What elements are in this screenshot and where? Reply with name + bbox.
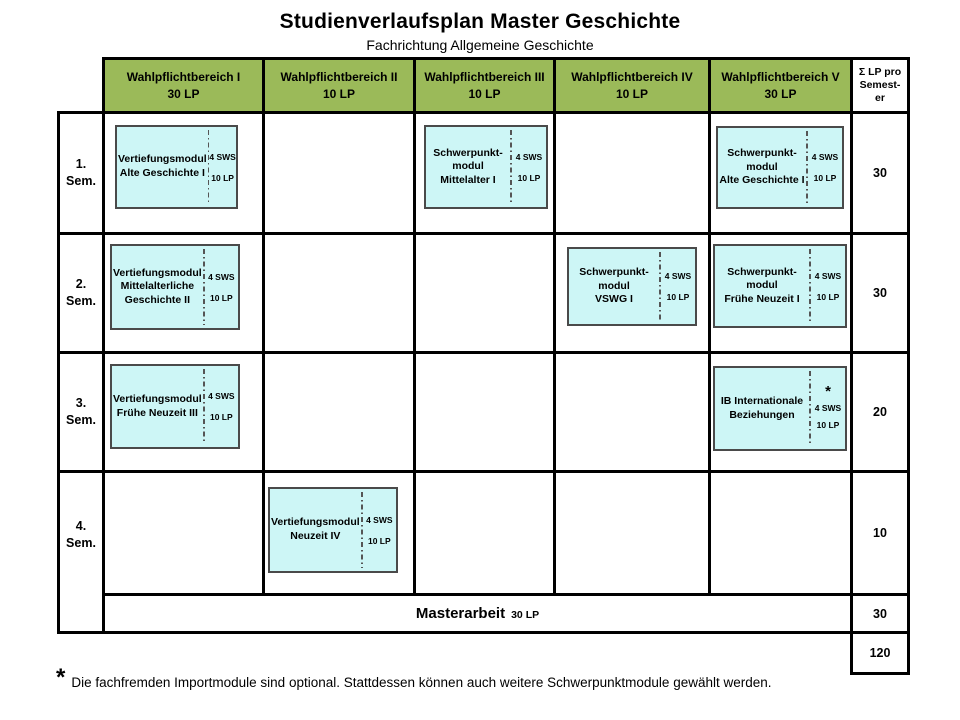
header-lp: 30 LP [167, 86, 200, 101]
module-sws: 4 SWS [811, 152, 839, 162]
module-divider [202, 249, 205, 325]
footnote-asterisk: * [56, 664, 66, 691]
module-title: Vertiefungsmodul Mittelalterliche Geschi… [113, 266, 202, 306]
row-label-sem-2: 2. Sem. [57, 232, 105, 354]
module-lp: 10 LP [209, 412, 233, 422]
module-divider [806, 131, 808, 204]
module-schwerpunktmodul-fruehe-neuzeit-1: Schwerpunkt- modul Frühe Neuzeit I 4 SWS… [713, 244, 847, 328]
header-wahlpflichtbereich-3: Wahlpflichtbereich III 10 LP [413, 57, 556, 114]
page-title: Studienverlaufsplan Master Geschichte [279, 10, 681, 33]
footnote-text: Die fachfremden Importmodule sind option… [71, 675, 772, 690]
module-vertiefungsmodul-fruehe-neuzeit-3: Vertiefungsmodul Frühe Neuzeit III 4 SWS… [110, 364, 240, 449]
cell-sem4-bereich1 [102, 470, 265, 596]
module-title: IB Internationale Beziehungen [720, 394, 804, 421]
module-divider [360, 492, 363, 568]
module-schwerpunktmodul-mittelalter-1: Schwerpunkt- modul Mittelalter I 4 SWS 10… [424, 125, 548, 209]
header-wahlpflichtbereich-4: Wahlpflichtbereich IV 10 LP [553, 57, 711, 114]
module-lp: 10 LP [813, 173, 837, 183]
module-lp: 10 LP [666, 292, 690, 302]
cell-sem1-bereich2 [262, 111, 416, 235]
footnote: * Die fachfremden Importmodule sind opti… [56, 664, 926, 691]
module-divider [202, 369, 205, 444]
header-label: Wahlpflichtbereich II [280, 69, 398, 84]
cell-sem4-bereich4 [553, 470, 711, 596]
cell-sem4-bereich5 [708, 470, 853, 596]
module-schwerpunktmodul-alte-geschichte-1: Schwerpunkt- modul Alte Geschichte I 4 S… [716, 126, 844, 209]
header-lp: 10 LP [468, 86, 501, 101]
module-divider [659, 252, 661, 321]
header-lp: 30 LP [764, 86, 797, 101]
module-lp: 10 LP [517, 172, 541, 183]
header-label: Wahlpflichtbereich V [721, 69, 840, 84]
module-title: Vertiefungsmodul Neuzeit IV [271, 516, 360, 542]
module-lp: 10 LP [367, 535, 391, 546]
header-label: Wahlpflichtbereich III [424, 69, 545, 84]
sum-sem-4: 10 [850, 470, 910, 596]
module-divider [510, 130, 512, 204]
module-title: Schwerpunkt- modul VSWG I [579, 266, 649, 306]
header-label: Wahlpflichtbereich IV [571, 69, 693, 84]
module-title: Schwerpunkt- modul Alte Geschichte I [719, 147, 805, 187]
module-divider [809, 249, 811, 323]
sum-masterarbeit: 30 [850, 593, 910, 634]
module-title: Schwerpunkt- modul Frühe Neuzeit I [724, 265, 800, 305]
header-wahlpflichtbereich-1: Wahlpflichtbereich I 30 LP [102, 57, 265, 114]
sum-total-lp: 120 [850, 631, 910, 675]
module-lp: 10 LP [816, 419, 840, 430]
header-wahlpflichtbereich-2: Wahlpflichtbereich II 10 LP [262, 57, 416, 114]
module-sws: 4 SWS [814, 402, 842, 413]
sum-sem-3: 20 [850, 351, 910, 473]
cell-sem3-bereich4 [553, 351, 711, 473]
cell-sem2-bereich2 [262, 232, 416, 354]
module-lp: 10 LP [209, 292, 233, 303]
cell-sem3-bereich2 [262, 351, 416, 473]
header-wahlpflichtbereich-5: Wahlpflichtbereich V 30 LP [708, 57, 853, 114]
row-label-sem-4: 4. Sem. [57, 470, 105, 634]
module-divider [809, 371, 811, 446]
module-sws: 4 SWS [208, 391, 235, 401]
header-sum-lp-pro-semester: Σ LP pro Semest- er [850, 57, 910, 114]
module-lp: 10 LP [211, 172, 234, 183]
module-vertiefungsmodul-neuzeit-4: Vertiefungsmodul Neuzeit IV 4 SWS 10 LP [268, 487, 398, 573]
cell-sem3-bereich3 [413, 351, 556, 473]
module-divider [207, 130, 210, 204]
module-sws: 4 SWS [814, 270, 842, 281]
module-sws: 4 SWS [366, 514, 393, 525]
header-label: Wahlpflichtbereich I [126, 69, 241, 84]
module-title: Vertiefungsmodul Frühe Neuzeit III [113, 392, 202, 419]
row-label-sem-3: 3. Sem. [57, 351, 105, 473]
module-schwerpunktmodul-vswg-1: Schwerpunkt- modul VSWG I 4 SWS 10 LP [567, 247, 697, 326]
sum-sem-2: 30 [850, 232, 910, 354]
module-sws: 4 SWS [515, 151, 543, 162]
cell-sem1-bereich4 [553, 111, 711, 235]
header-lp: 10 LP [322, 86, 355, 101]
page-subtitle: Fachrichtung Allgemeine Geschichte [366, 37, 594, 53]
asterisk-marker: * [825, 382, 831, 400]
module-title: Vertiefungsmodul Alte Geschichte I [118, 153, 207, 179]
masterarbeit-label: Masterarbeit [415, 605, 506, 622]
cell-sem4-bereich3 [413, 470, 556, 596]
masterarbeit-cell: Masterarbeit 30 LP [102, 593, 853, 634]
module-title: Schwerpunkt- modul Mittelalter I [433, 146, 503, 186]
masterarbeit-lp: 30 LP [511, 609, 540, 621]
module-vertiefungsmodul-mittelalterliche-geschichte-2: Vertiefungsmodul Mittelalterliche Geschi… [110, 244, 240, 330]
module-sws: 4 SWS [209, 151, 236, 162]
row-label-sem-1: 1. Sem. [57, 111, 105, 235]
module-sws: 4 SWS [664, 271, 692, 281]
cell-sem2-bereich3 [413, 232, 556, 354]
module-ib-internationale-beziehungen: IB Internationale Beziehungen * 4 SWS 10… [713, 366, 847, 451]
sum-sem-1: 30 [850, 111, 910, 235]
module-vertiefungsmodul-alte-geschichte-1: Vertiefungsmodul Alte Geschichte I 4 SWS… [115, 125, 238, 209]
header-lp: 10 LP [615, 86, 648, 101]
module-lp: 10 LP [816, 291, 840, 302]
module-sws: 4 SWS [208, 271, 235, 282]
